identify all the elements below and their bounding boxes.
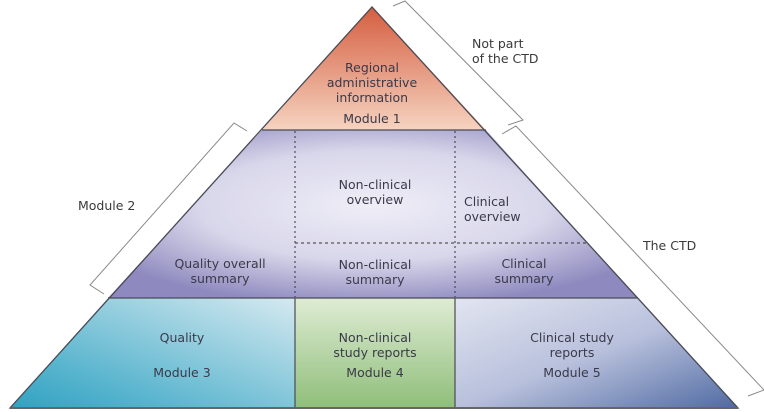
module1-line: Regional <box>345 60 399 75</box>
not-part-of-ctd-label: Not part of the CTD <box>472 36 539 66</box>
nco-line: overview <box>346 192 404 207</box>
the-ctd-label: The CTD <box>643 238 697 253</box>
module3-line: Quality <box>159 330 205 345</box>
nonclinical-summary: Non-clinical summary <box>315 257 435 287</box>
qos-line: Quality overall <box>174 256 266 271</box>
cs-line: summary <box>494 271 554 286</box>
bracket-module2 <box>89 122 248 295</box>
co-line: Clinical <box>464 194 510 209</box>
module5-line: reports <box>549 345 595 360</box>
module3-label: Quality Module 3 <box>122 330 242 380</box>
module1-region <box>262 7 486 130</box>
module2-side-label: Module 2 <box>78 198 136 213</box>
module4-line: study reports <box>333 345 417 360</box>
module5-number: Module 5 <box>543 365 601 380</box>
module3-region <box>10 298 295 408</box>
ncs-line: summary <box>345 272 405 287</box>
module4-label: Non-clinical study reports Module 4 <box>305 330 445 380</box>
module4-line: Non-clinical <box>338 330 412 345</box>
nco-line: Non-clinical <box>338 177 412 192</box>
module1-label: Regional administrative information Modu… <box>312 60 432 126</box>
cs-line: Clinical <box>501 256 547 271</box>
bracket-the-ctd <box>501 125 764 397</box>
not-part-line: Not part <box>472 36 524 51</box>
module1-line: information <box>335 90 409 105</box>
module4-region <box>295 298 455 408</box>
module3-number: Module 3 <box>153 365 211 380</box>
ncs-line: Non-clinical <box>338 257 412 272</box>
quality-overall-summary: Quality overall summary <box>160 256 280 286</box>
clinical-summary: Clinical summary <box>464 256 584 286</box>
module5-label: Clinical study reports Module 5 <box>502 330 642 380</box>
module1-line: administrative <box>326 75 418 90</box>
qos-line: summary <box>190 271 250 286</box>
module5-region <box>455 298 738 408</box>
bracket-not-part <box>392 0 524 126</box>
module4-number: Module 4 <box>346 365 404 380</box>
module5-line: Clinical study <box>530 330 614 345</box>
nonclinical-overview: Non-clinical overview <box>315 177 435 207</box>
module1-number: Module 1 <box>343 111 401 126</box>
module2-region <box>108 130 638 298</box>
co-line: overview <box>464 209 521 224</box>
not-part-line: of the CTD <box>472 51 539 66</box>
clinical-overview: Clinical overview <box>464 194 544 224</box>
